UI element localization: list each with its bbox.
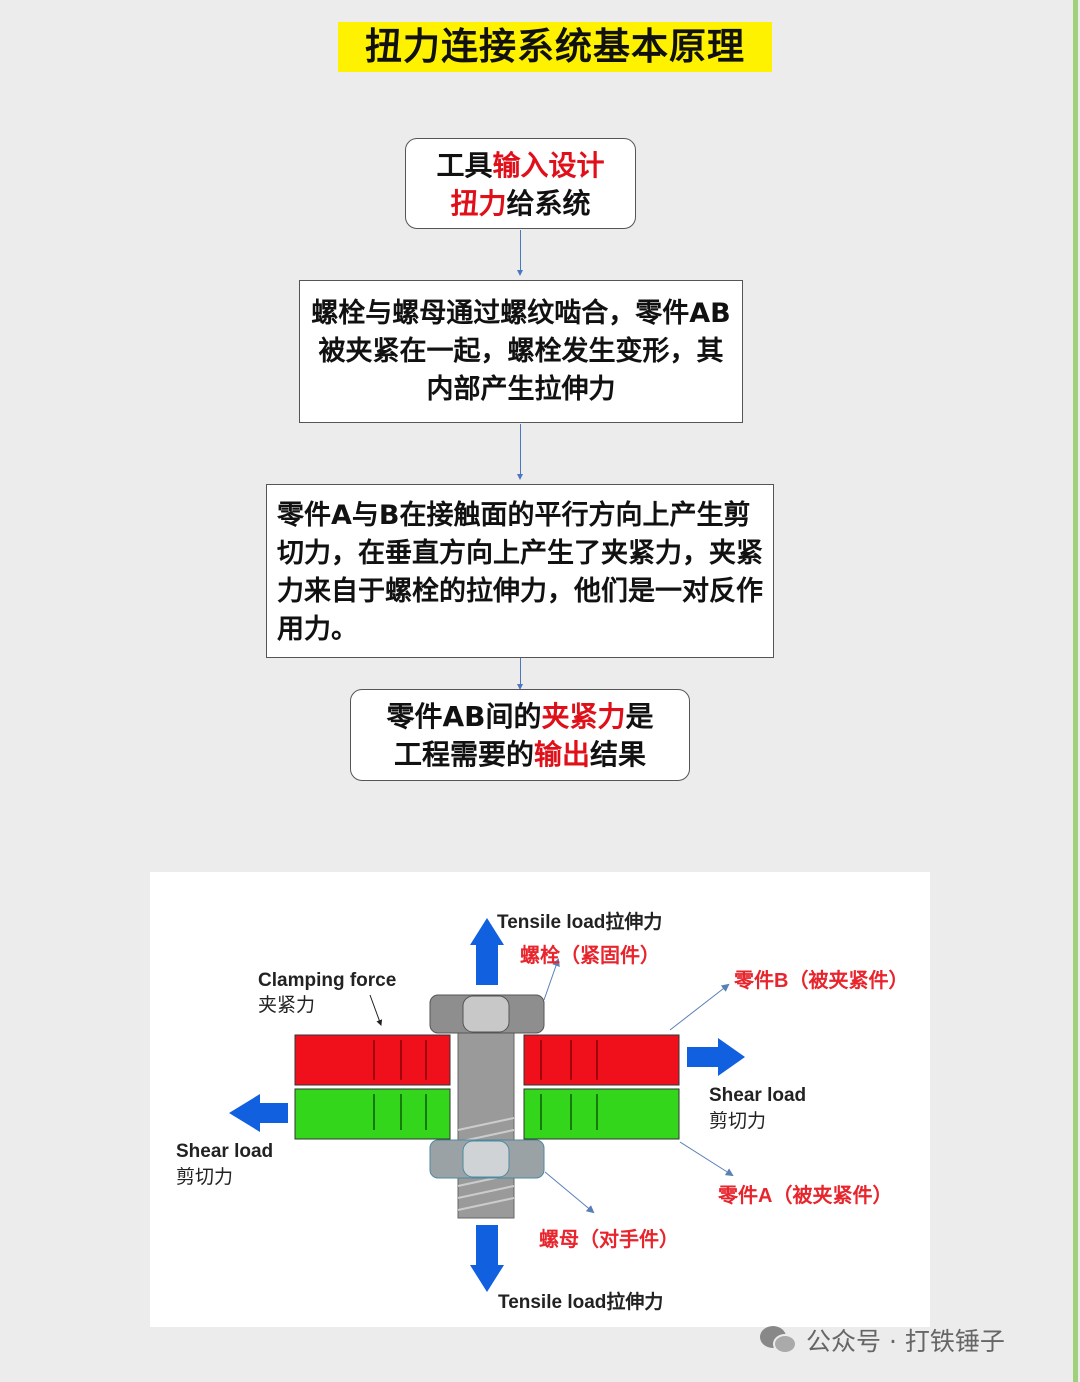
- flow-step-output: 零件AB间的夹紧力是 工程需要的输出结果: [350, 689, 690, 781]
- wechat-icon: [760, 1326, 797, 1354]
- watermark: 公众号 · 打铁锤子: [758, 1322, 1005, 1358]
- highlight-text: 扭力: [450, 187, 507, 220]
- shear-right-label-en: Shear load: [709, 1085, 806, 1106]
- part-b-right: [523, 1034, 680, 1086]
- text: 工具: [436, 149, 493, 182]
- page-title: 扭力连接系统基本原理: [338, 22, 772, 72]
- flow-arrow: [517, 424, 523, 480]
- part-b-left: [294, 1034, 451, 1086]
- bolt-leader: [543, 958, 560, 1001]
- shear-left-arrow-icon: [229, 1094, 288, 1132]
- highlight-text: 夹紧力: [541, 700, 626, 733]
- page-edge-border: [1073, 0, 1078, 1382]
- text: 结果: [590, 738, 647, 771]
- text: 是: [625, 700, 654, 733]
- tensile-bottom-label: Tensile load拉伸力: [498, 1290, 663, 1313]
- part-a-label: 零件A（被夹紧件）: [717, 1183, 892, 1207]
- text: 工程需要的: [393, 738, 534, 771]
- highlight-text: 输入设计: [492, 149, 605, 182]
- bolt-joint-diagram: Tensile load拉伸力 Clamping force 夹紧力 Shear…: [150, 872, 930, 1327]
- nut-leader: [544, 1171, 595, 1214]
- bolt-head-face: [462, 995, 510, 1033]
- clamp-arrows-down: [373, 1040, 598, 1080]
- tensile-up-arrow-icon: [470, 918, 504, 985]
- part-a-leader: [679, 1141, 734, 1177]
- shear-right-label-cn: 剪切力: [709, 1110, 766, 1132]
- clamp-arrows-up: [373, 1094, 598, 1130]
- highlight-text: 输出: [533, 738, 590, 771]
- flow-arrow: [517, 230, 523, 276]
- shear-left-label-cn: 剪切力: [176, 1166, 233, 1188]
- text: 零件AB间的: [386, 700, 542, 733]
- nut-label: 螺母（对手件）: [539, 1227, 679, 1251]
- bolt-label: 螺栓（紧固件）: [520, 943, 660, 967]
- clamping-label-cn: 夹紧力: [258, 994, 315, 1016]
- nut-face: [462, 1140, 510, 1178]
- shear-right-arrow-icon: [687, 1038, 745, 1076]
- flow-step-thread: 螺栓与螺母通过螺纹啮合，零件AB被夹紧在一起，螺栓发生变形，其内部产生拉伸力: [299, 280, 743, 423]
- clamping-label-en: Clamping force: [258, 970, 396, 991]
- tensile-top-label: Tensile load拉伸力: [497, 910, 662, 933]
- part-a-left: [294, 1088, 451, 1140]
- text: 给系统: [506, 187, 591, 220]
- part-b-label: 零件B（被夹紧件）: [733, 968, 908, 992]
- flow-arrow: [517, 658, 523, 690]
- clamping-leader: [369, 994, 383, 1026]
- flow-step-forces: 零件A与B在接触面的平行方向上产生剪切力，在垂直方向上产生了夹紧力，夹紧力来自于…: [266, 484, 774, 658]
- watermark-text: 公众号 · 打铁锤子: [806, 1327, 1005, 1356]
- shear-left-label-en: Shear load: [176, 1141, 273, 1162]
- flow-step-input: 工具输入设计 扭力给系统: [405, 138, 636, 229]
- part-b-leader: [669, 983, 730, 1031]
- part-a-right: [523, 1088, 680, 1140]
- tensile-down-arrow-icon: [470, 1225, 504, 1292]
